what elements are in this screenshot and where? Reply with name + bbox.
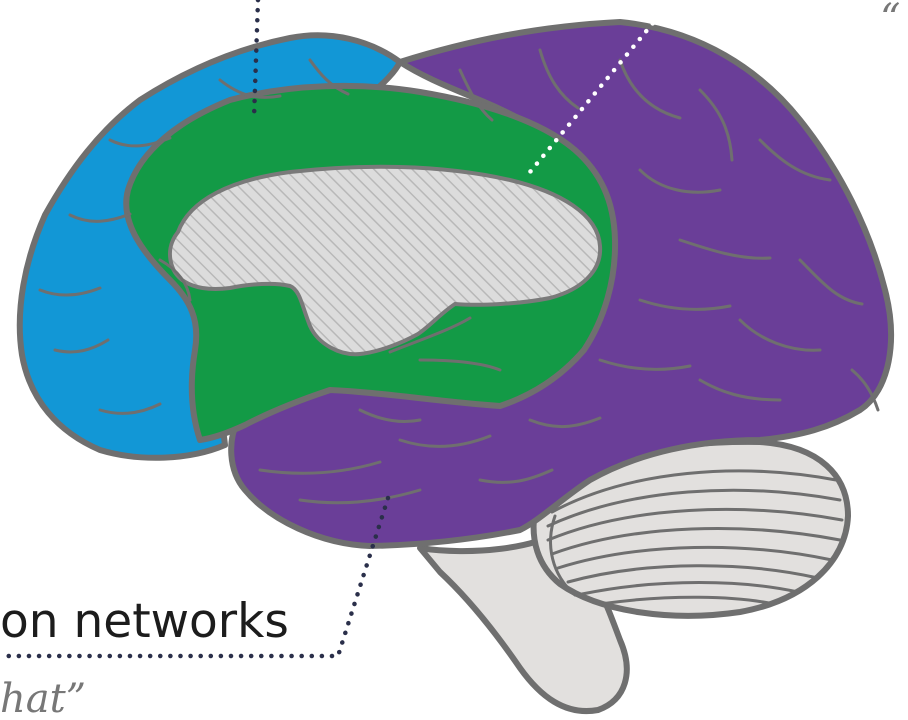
posterior-folds bbox=[258, 48, 880, 505]
cerebellum bbox=[530, 438, 851, 619]
quote-mark-top-right: “ bbox=[880, 0, 900, 42]
leader-line-frontal bbox=[251, 0, 261, 121]
leader-line-limbic bbox=[527, 0, 675, 175]
frontal-folds bbox=[38, 58, 350, 415]
quote-label-bottom: hat” bbox=[0, 676, 86, 720]
limbic-inner-fold bbox=[388, 316, 502, 372]
corpus-callosum bbox=[168, 164, 603, 357]
network-label: on networks bbox=[0, 594, 289, 649]
